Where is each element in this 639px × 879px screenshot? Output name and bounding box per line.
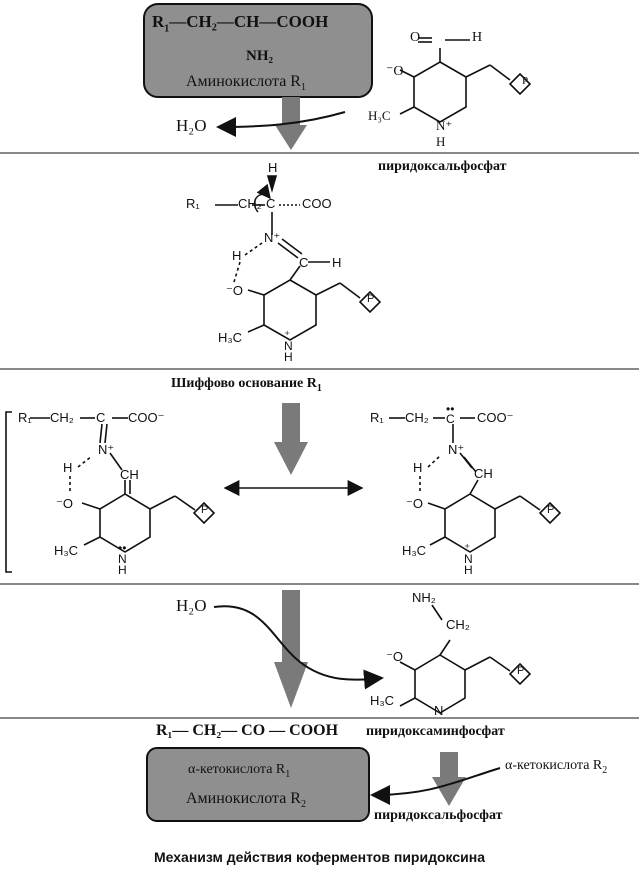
schiff-base-structure <box>215 175 382 341</box>
right-n-plus: N⁺ <box>448 442 465 457</box>
left-o-minus: ⁻O <box>56 496 73 511</box>
right-ch2: CH₂ <box>405 410 429 425</box>
schiff-r1: R₁ <box>186 196 200 211</box>
pyridoxal-phosphate-structure <box>399 37 532 123</box>
keto-acid-r2-arrow <box>370 767 501 805</box>
schiff-base-label: Шиффово основание R1 <box>171 376 322 394</box>
box-amino-acid-r2: Аминокислота R2 <box>186 790 306 811</box>
schiff-ch: C <box>299 255 309 270</box>
water-release-arrow <box>216 111 346 137</box>
pmp-nh2: NH₂ <box>412 590 436 605</box>
pmp-ch2: CH₂ <box>446 617 470 632</box>
plp-phenolate: ⁻O <box>386 64 404 79</box>
plp-bottom-label: пиридоксальфосфат <box>374 808 503 823</box>
quinonoid-structure-left <box>30 417 216 553</box>
plp-methyl: H₃C <box>368 108 391 123</box>
left-r1: R₁ <box>18 410 32 425</box>
left-ch2: CH₂ <box>50 410 74 425</box>
left-coo: COO⁻ <box>128 410 165 425</box>
right-ch: CH <box>474 466 493 481</box>
schiff-methyl: H₃C <box>218 330 243 345</box>
left-n-plus: N⁺ <box>98 442 115 457</box>
right-carbanion: ••C <box>446 402 455 426</box>
pmp-ring-n: N <box>434 703 444 718</box>
plp-aldehyde-h: H <box>472 30 483 45</box>
schiff-h-bond: H <box>232 248 242 263</box>
plp-nh: N⁺H <box>436 118 453 149</box>
right-phosphate-mark: P <box>547 504 555 516</box>
schiff-o-minus: ⁻O <box>226 283 243 298</box>
down-arrow-4 <box>432 752 466 806</box>
right-o-minus: ⁻O <box>406 496 423 511</box>
schiff-n-plus: N⁺ <box>264 230 281 245</box>
schiff-h-alpha: H <box>268 160 278 175</box>
down-arrow-2 <box>274 403 308 475</box>
pmp-methyl: H₃C <box>370 693 395 708</box>
pmp-o-minus: ⁻O <box>386 649 403 664</box>
plp-phosphate-mark: P <box>522 75 529 87</box>
left-phosphate-mark: P <box>201 504 209 516</box>
left-ch: CH <box>120 467 139 482</box>
pyridoxamine-phosphate-structure <box>399 604 532 714</box>
keto-acid-r2-label: α-кетокислота R2 <box>505 758 608 776</box>
water-top-label: H₂O <box>176 116 207 135</box>
plp-oxygen: O <box>410 30 421 45</box>
left-c: C <box>96 410 106 425</box>
left-h-bond: H <box>63 460 73 475</box>
transamination-box <box>146 747 370 822</box>
box-keto-acid-r1: α-кетокислота R1 <box>188 762 291 780</box>
quinonoid-structure-right <box>389 417 562 553</box>
right-methyl: H₃C <box>402 543 427 558</box>
schiff-c-alpha: C <box>266 196 276 211</box>
figure-caption: Механизм действия коферментов пиридоксин… <box>154 849 485 865</box>
amino-acid-box <box>143 3 373 98</box>
schiff-h: H <box>332 255 342 270</box>
schiff-ch2: CH₂ <box>238 196 262 211</box>
down-arrow-3 <box>274 590 308 708</box>
left-methyl: H₃C <box>54 543 79 558</box>
pmp-label: пиридоксаминфосфат <box>366 724 505 739</box>
amino-group-label: NH₂ <box>246 48 273 64</box>
schiff-phosphate-mark: P <box>367 293 375 305</box>
schiff-coo: COO <box>302 196 332 211</box>
plp-top-label: пиридоксальфосфат <box>378 159 507 174</box>
amino-acid-name: Аминокислота R1 <box>186 73 306 94</box>
amino-acid-formula: R1—CH₂—CH—COOH <box>152 12 329 35</box>
electron-shift-arrow <box>253 183 271 213</box>
water-mid-label: H₂O <box>176 596 207 615</box>
pmp-phosphate-mark: P <box>517 665 525 677</box>
right-coo: COO⁻ <box>477 410 514 425</box>
hydrolysis-arrow <box>213 605 384 690</box>
down-arrow-1 <box>275 97 307 150</box>
keto-acid-formula: R₁— CH₂— CO — COOH <box>156 722 339 739</box>
right-h-bond: H <box>413 460 423 475</box>
right-r1: R₁ <box>370 410 384 425</box>
bracket <box>5 411 12 573</box>
